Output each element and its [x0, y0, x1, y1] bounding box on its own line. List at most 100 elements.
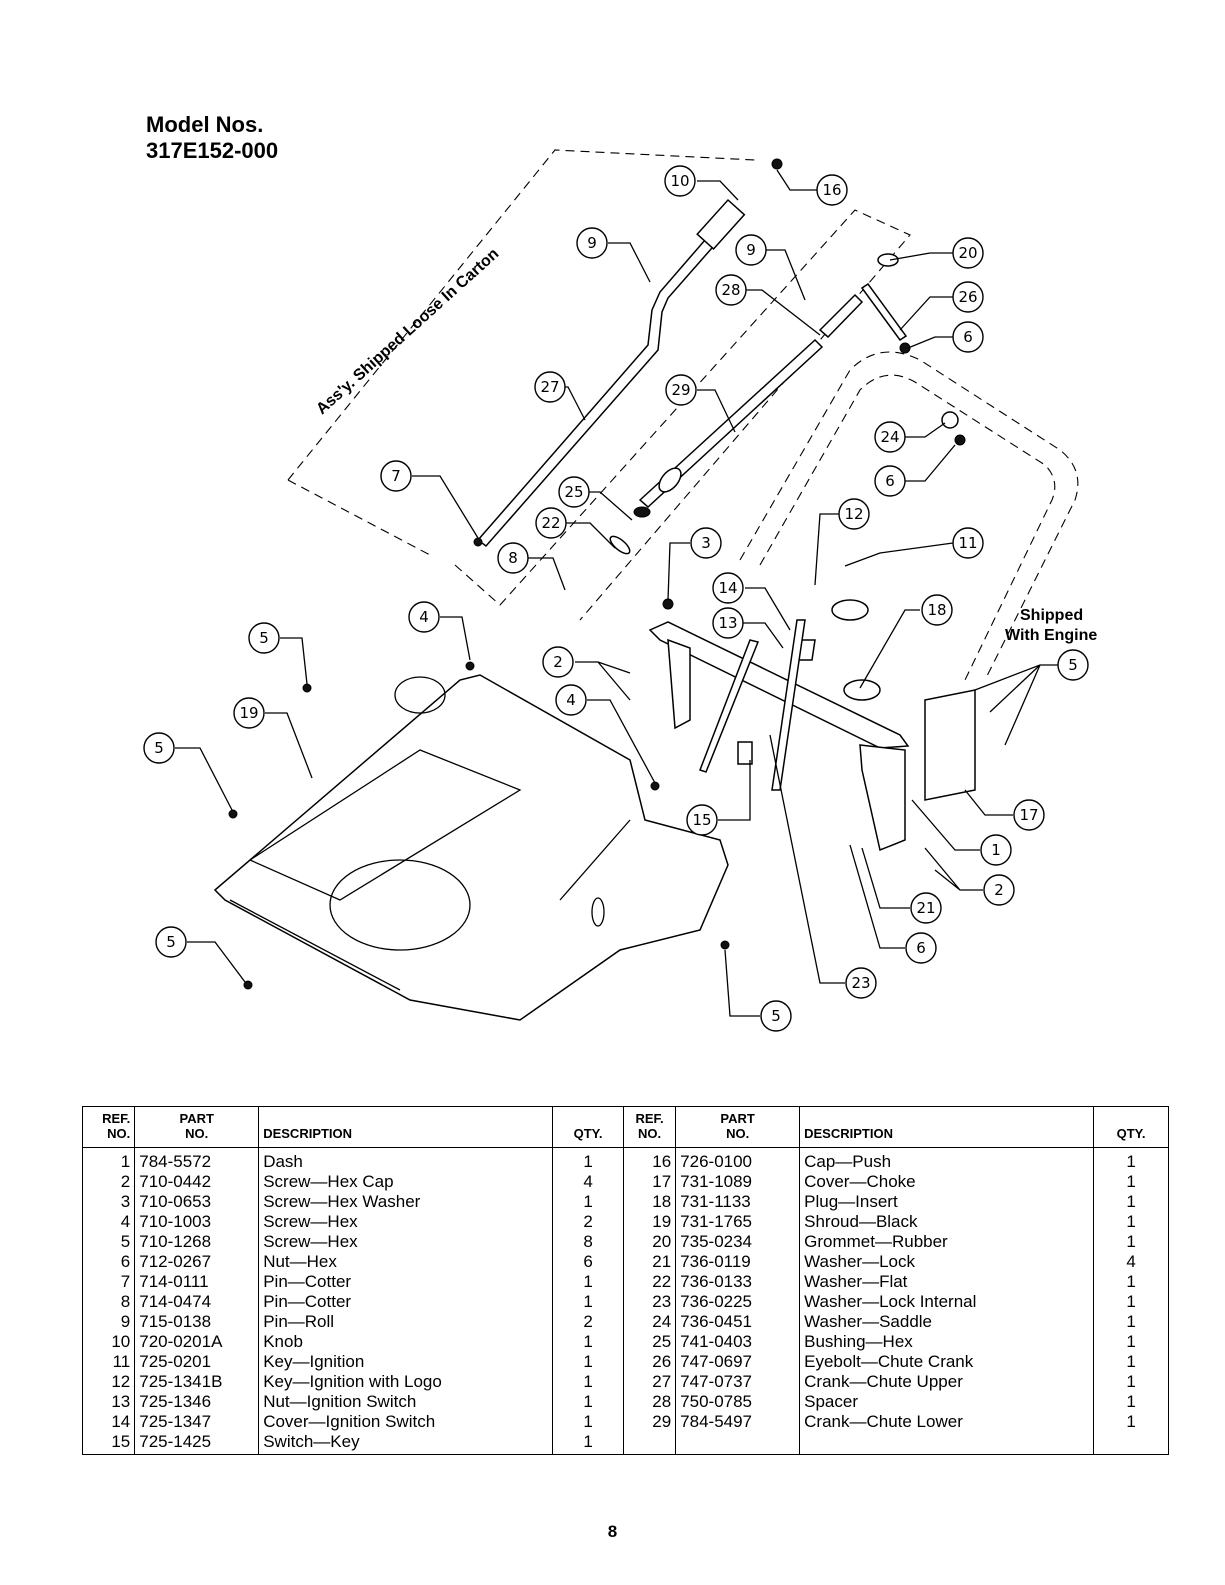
ref-no-cell: 15	[81, 1432, 135, 1455]
ref-no-cell: 26	[622, 1352, 676, 1372]
svg-text:23: 23	[851, 974, 870, 992]
part-no-cell: 712-0267	[134, 1252, 259, 1272]
svg-text:5: 5	[154, 739, 164, 757]
svg-text:6: 6	[885, 472, 895, 490]
description-cell: Dash	[258, 1147, 553, 1172]
part-no-cell: 735-0234	[675, 1232, 800, 1252]
crank-chute-upper-part	[476, 158, 783, 548]
qty-cell: 1	[1093, 1292, 1169, 1312]
part-no-cell: 747-0697	[675, 1352, 800, 1372]
callout-4: 4	[408, 601, 440, 633]
svg-text:21: 21	[916, 899, 935, 917]
svg-text:27: 27	[540, 378, 559, 396]
qty-cell: 4	[552, 1172, 624, 1192]
svg-text:2: 2	[553, 653, 563, 671]
svg-text:7: 7	[391, 467, 401, 485]
part-no-cell: 710-0653	[134, 1192, 259, 1212]
ref-no-cell: 21	[622, 1252, 676, 1272]
ref-no-cell: 23	[622, 1292, 676, 1312]
svg-text:5: 5	[771, 1007, 781, 1025]
description-cell: Washer—Lock Internal	[799, 1292, 1094, 1312]
part-no-cell: 784-5572	[134, 1147, 259, 1172]
ref-no-cell: 29	[622, 1412, 676, 1432]
qty-cell: 1	[1093, 1412, 1169, 1432]
description-cell: Shroud—Black	[799, 1212, 1094, 1232]
ref-no-cell: 4	[81, 1212, 135, 1232]
qty-cell: 1	[1093, 1352, 1169, 1372]
svg-text:5: 5	[166, 933, 176, 951]
part-no-cell: 736-0119	[675, 1252, 800, 1272]
part-no-cell: 731-1089	[675, 1172, 800, 1192]
qty-cell: 1	[552, 1147, 624, 1172]
part-no-cell: 725-1425	[134, 1432, 259, 1455]
svg-text:26: 26	[958, 288, 977, 306]
part-no-cell: 725-1346	[134, 1392, 259, 1412]
callout-25: 25	[558, 476, 590, 508]
callout-20: 20	[952, 237, 984, 269]
qty-cell: 1	[552, 1192, 624, 1212]
description-cell: Cap—Push	[799, 1147, 1094, 1172]
callout-12: 12	[838, 498, 870, 530]
description-cell: Washer—Saddle	[799, 1312, 1094, 1332]
description-cell: Washer—Lock	[799, 1252, 1094, 1272]
description-cell: Cover—Ignition Switch	[258, 1412, 553, 1432]
header-description: DESCRIPTION	[258, 1106, 553, 1148]
callout-5: 5	[155, 926, 187, 958]
description-cell: Pin—Cotter	[258, 1292, 553, 1312]
description-cell: Switch—Key	[258, 1432, 553, 1455]
ref-no-cell: 3	[81, 1192, 135, 1212]
part-no-cell: 736-0225	[675, 1292, 800, 1312]
qty-cell: 8	[552, 1232, 624, 1252]
ref-no-cell: 25	[622, 1332, 676, 1352]
callout-24: 24	[874, 421, 906, 453]
part-no-cell: 710-1268	[134, 1232, 259, 1252]
qty-cell: 1	[552, 1392, 624, 1412]
svg-text:28: 28	[721, 281, 740, 299]
qty-cell: 1	[1093, 1312, 1169, 1332]
shroud-part	[213, 661, 730, 1021]
callout-27: 27	[534, 371, 566, 403]
svg-text:20: 20	[958, 244, 977, 262]
svg-text:9: 9	[587, 234, 597, 252]
part-no-cell: 725-0201	[134, 1352, 259, 1372]
svg-text:6: 6	[963, 328, 973, 346]
description-cell: Knob	[258, 1332, 553, 1352]
svg-text:17: 17	[1019, 806, 1038, 824]
ref-no-cell: 1	[81, 1147, 135, 1172]
callout-7: 7	[380, 460, 412, 492]
header-qty: QTY.	[552, 1106, 624, 1148]
svg-text:9: 9	[746, 241, 756, 259]
description-cell: Pin—Roll	[258, 1312, 553, 1332]
ref-no-cell: 13	[81, 1392, 135, 1412]
description-cell: Bushing—Hex	[799, 1332, 1094, 1352]
callout-29: 29	[665, 374, 697, 406]
qty-cell: 1	[552, 1332, 624, 1352]
ref-no-cell: 5	[81, 1232, 135, 1252]
qty-cell: 1	[1093, 1372, 1169, 1392]
part-no-cell: 714-0111	[134, 1272, 259, 1292]
header-qty-right: QTY.	[1093, 1106, 1169, 1148]
callout-26: 26	[952, 281, 984, 313]
description-cell: Screw—Hex	[258, 1212, 553, 1232]
description-cell: Spacer	[799, 1392, 1094, 1412]
part-no-cell: 725-1341B	[134, 1372, 259, 1392]
description-cell: Crank—Chute Upper	[799, 1372, 1094, 1392]
svg-text:13: 13	[718, 614, 737, 632]
svg-text:5: 5	[259, 629, 269, 647]
description-cell: Plug—Insert	[799, 1192, 1094, 1212]
callout-6: 6	[952, 321, 984, 353]
svg-text:6: 6	[916, 939, 926, 957]
loose-assembly-boundary	[287, 149, 911, 621]
callout-5: 5	[1057, 649, 1089, 681]
